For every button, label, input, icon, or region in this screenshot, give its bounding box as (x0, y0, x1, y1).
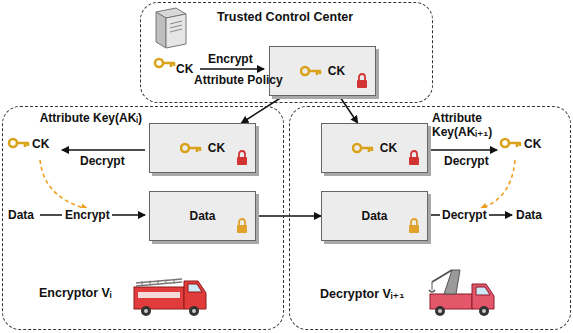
annotation-label: Data (8, 208, 34, 222)
region-title: Decryptor Vᵢ₊₁ (320, 286, 404, 301)
key-icon (300, 64, 322, 78)
box-text: Data (361, 209, 387, 223)
region-title: Encryptor Vᵢ (39, 286, 112, 300)
region-title: Trusted Control Center (217, 10, 353, 24)
arrow (62, 149, 145, 151)
box-text: CK (328, 64, 345, 78)
annotation-label: Encrypt (63, 208, 112, 222)
key-icon (501, 139, 521, 147)
connector-arrow (339, 96, 357, 123)
dashed-region: Trusted Control CenterCK (140, 2, 433, 103)
lock-icon (407, 217, 421, 234)
lock-icon (235, 217, 249, 234)
encrypted-key-box: CK (269, 46, 376, 96)
server-icon (156, 8, 186, 48)
lock-icon (407, 149, 421, 166)
arrow (112, 214, 145, 216)
annotation-label: Encrypt (208, 52, 253, 66)
key-icon (155, 59, 175, 67)
annotation-label: CK (176, 62, 193, 76)
key-icon (9, 139, 29, 147)
annotation-label: Attribute Policy (194, 73, 283, 87)
key-icon (352, 141, 374, 155)
arrow (488, 214, 512, 216)
box-text: CK (380, 141, 397, 155)
lock-icon (235, 149, 249, 166)
connector-arrow (241, 96, 283, 123)
arrow (40, 214, 62, 216)
box-text: CK (208, 141, 225, 155)
annotation-label: Attribute Key(AKᵢ) (38, 111, 142, 125)
annotation-label: CK (32, 137, 49, 151)
annotation-label: Attribute Key(AKᵢ₊₁) (432, 111, 542, 139)
encrypted-key-box: CK (149, 123, 256, 173)
arrow (431, 149, 497, 151)
tow-truck (429, 270, 494, 316)
annotation-label: CK (524, 137, 541, 151)
annotation-label: Decrypt (440, 208, 489, 222)
arrow (200, 68, 264, 70)
box-text: Data (189, 209, 215, 223)
encrypted-data-box: Data (321, 191, 428, 241)
key-icon (180, 141, 202, 155)
annotation-label: Decrypt (80, 154, 125, 168)
encrypted-key-box: CK (321, 123, 428, 173)
annotation-label: Data (516, 208, 542, 222)
lock-icon (355, 72, 369, 89)
annotation-label: Decrypt (444, 154, 489, 168)
encrypted-data-box: Data (149, 191, 256, 241)
arrow (431, 214, 440, 216)
fire-truck (134, 279, 206, 316)
